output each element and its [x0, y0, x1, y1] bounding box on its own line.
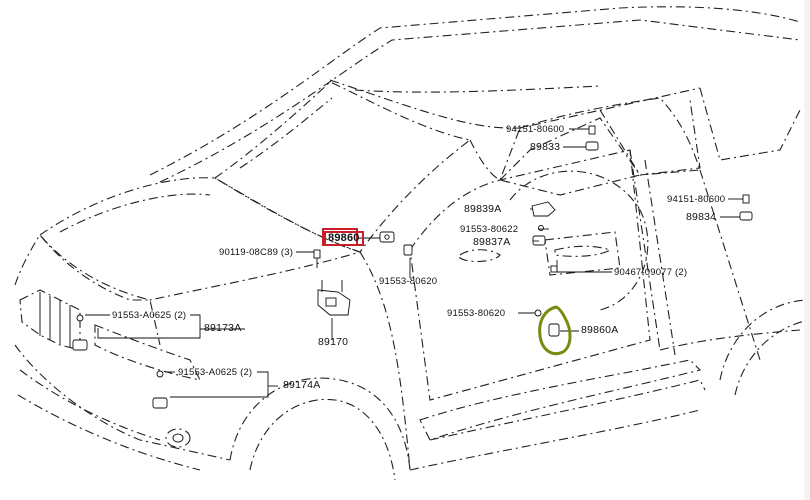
- clip-part-90467: [550, 265, 558, 273]
- label-89834: 89834: [686, 211, 717, 223]
- leader-lines: [85, 128, 743, 398]
- right-edge-strip: [804, 0, 810, 500]
- label-89833: 89833: [530, 141, 561, 153]
- label-89174A: 89174A: [283, 379, 321, 391]
- switch-part-89860: [379, 231, 395, 243]
- label-89860A: 89860A: [581, 324, 619, 336]
- sensor-part-89173A: [72, 314, 88, 351]
- label-91553-A0625-a: 91553-A0625 (2): [112, 310, 187, 321]
- switch-part-89837A: [532, 225, 546, 246]
- label-90119-08C89: 90119-08C89 (3): [219, 247, 294, 258]
- switch-part-89834: [739, 194, 753, 221]
- label-89839A: 89839A: [464, 203, 502, 215]
- bracket-part-89170: [317, 280, 351, 316]
- label-91553-80620-mid: 91553-80620: [379, 276, 438, 287]
- label-89860-highlighted: 89860: [324, 231, 364, 246]
- label-89173A: 89173A: [204, 322, 242, 334]
- clip-part-hood: [403, 244, 413, 256]
- switch-part-89833: [585, 125, 599, 151]
- label-91553-A0625-b: 91553-A0625 (2): [178, 367, 253, 378]
- label-90467-09077: 90467-09077 (2): [614, 267, 688, 278]
- label-89170: 89170: [318, 336, 349, 348]
- label-89837A: 89837A: [473, 236, 511, 248]
- label-91553-80622: 91553-80622: [460, 224, 519, 235]
- label-91553-80620-low: 91553-80620: [447, 308, 506, 319]
- label-94151-80600-top: 94151-80600: [506, 124, 565, 135]
- label-94151-80600-right: 94151-80600: [667, 194, 726, 205]
- lock-part-89839A: [531, 201, 556, 217]
- handwritten-circle-mark: [538, 305, 572, 356]
- sensor-part-89174A: [152, 370, 168, 409]
- switch-part-89860A: [534, 309, 560, 337]
- bolt-part-90119: [313, 249, 321, 268]
